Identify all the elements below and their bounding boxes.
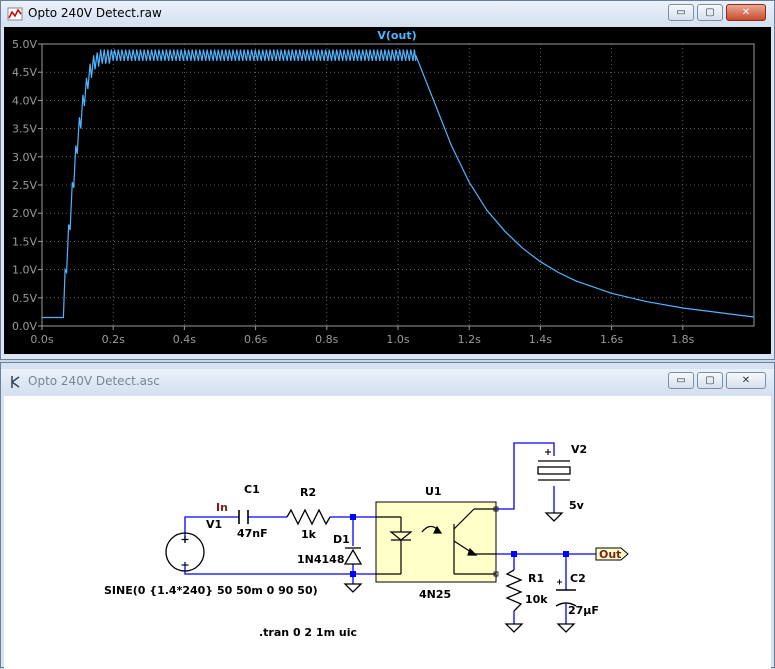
minimize-button[interactable]: ▭: [668, 372, 694, 389]
net-label-out[interactable]: Out: [599, 548, 621, 561]
close-button[interactable]: ✕: [726, 372, 766, 389]
r2-ref[interactable]: R2: [300, 486, 316, 499]
out-port[interactable]: [595, 547, 629, 561]
schematic-canvas[interactable]: In C1 47nF R2 1k D1 1N4148 V1 SINE(0 {1.…: [4, 396, 771, 669]
u1-value[interactable]: 4N25: [419, 588, 451, 601]
tick-label-x: 1.6s: [600, 333, 623, 346]
v2-value[interactable]: 5v: [569, 499, 585, 512]
tick-label-x: 1.4s: [529, 333, 552, 346]
waveform-titlebar[interactable]: Opto 240V Detect.raw ▭ ▢ ✕: [1, 1, 774, 27]
tick-label-y: 2.5V: [12, 179, 37, 192]
series-line-vout: [42, 49, 755, 319]
r1-value[interactable]: 10k: [525, 593, 548, 606]
schematic-window: Opto 240V Detect.asc ▭ ▢ ✕: [0, 362, 775, 669]
close-button[interactable]: ✕: [726, 4, 766, 21]
chart-trace-layer: [42, 49, 755, 319]
tick-label-y: 3.0V: [12, 151, 37, 164]
d1-value[interactable]: 1N4148: [297, 553, 344, 566]
tick-label-y: 4.0V: [12, 94, 37, 107]
chart-axes: 0.0V 0.5V 1.0V 1.5V 2.0V 2.5V 3.0V 3.5V 4.0V 4.5V…: [12, 38, 755, 346]
tick-label-y: 5.0V: [12, 38, 37, 51]
tick-label-x: 1.8s: [671, 333, 694, 346]
resistor-r2[interactable]: [286, 508, 331, 526]
r1-ref[interactable]: R1: [528, 572, 544, 585]
tick-label-y: 0.5V: [12, 292, 37, 305]
v2-ref[interactable]: V2: [571, 443, 587, 456]
r2-value[interactable]: 1k: [301, 528, 317, 541]
u1-ref[interactable]: U1: [425, 485, 442, 498]
chart-title[interactable]: V(out): [377, 29, 416, 42]
waveform-app-icon: [7, 7, 23, 21]
tick-label-y: 0.0V: [12, 320, 37, 333]
maximize-button[interactable]: ▢: [697, 4, 723, 21]
waveform-plot-area[interactable]: V(out) 0.0V 0.5V 1.0V 1.5V 2.0V 2.5V 3.0V 3.5V 4…: [4, 27, 771, 354]
source-v2[interactable]: [537, 449, 571, 481]
tick-label-x: 1.0s: [386, 333, 409, 346]
spice-directive[interactable]: .tran 0 2 1m uic: [259, 626, 357, 639]
schematic-titlebar[interactable]: Opto 240V Detect.asc ▭ ▢ ✕: [1, 369, 774, 395]
ground-symbols: [343, 512, 576, 633]
c2-ref[interactable]: C2: [570, 572, 586, 585]
tick-label-x: 0.8s: [315, 333, 338, 346]
schematic-window-title: Opto 240V Detect.asc: [28, 374, 160, 388]
resistor-r1[interactable]: [505, 569, 523, 612]
v1-ref[interactable]: V1: [206, 518, 222, 531]
schematic-app-icon: [11, 376, 20, 388]
capacitor-c2[interactable]: [555, 579, 577, 607]
tick-label-x: 0.4s: [173, 333, 196, 346]
tick-label-y: 3.5V: [12, 123, 37, 136]
c1-ref[interactable]: C1: [244, 483, 260, 496]
c2-value[interactable]: 27µF: [568, 604, 599, 617]
source-v1[interactable]: [165, 532, 205, 572]
tick-label-x: 1.2s: [458, 333, 481, 346]
chart-grid: [41, 43, 754, 327]
diode-d1[interactable]: [343, 547, 363, 565]
c1-value[interactable]: 47nF: [237, 527, 268, 540]
waveform-window-title: Opto 240V Detect.raw: [28, 6, 162, 20]
v1-value[interactable]: SINE(0 {1.4*240} 50 50m 0 90 50): [104, 584, 318, 597]
schematic-labels: In C1 47nF R2 1k D1 1N4148 V1 SINE(0 {1.…: [104, 443, 621, 639]
capacitor-c1[interactable]: [238, 510, 249, 524]
wires: [184, 442, 596, 624]
tick-label-y: 2.0V: [12, 207, 37, 220]
junction-nodes: [350, 514, 569, 577]
tick-label-x: 0.6s: [244, 333, 267, 346]
net-label-in[interactable]: In: [216, 501, 228, 514]
tick-label-y: 1.5V: [12, 235, 37, 248]
tick-label-y: 1.0V: [12, 264, 37, 277]
optocoupler-u1[interactable]: [375, 501, 499, 583]
minimize-button[interactable]: ▭: [668, 4, 694, 21]
maximize-button[interactable]: ▢: [697, 372, 723, 389]
schematic-drawing[interactable]: In C1 47nF R2 1k D1 1N4148 V1 SINE(0 {1.…: [4, 396, 771, 669]
waveform-chart[interactable]: V(out) 0.0V 0.5V 1.0V 1.5V 2.0V 2.5V 3.0V 3.5V 4…: [4, 27, 771, 354]
d1-ref[interactable]: D1: [333, 533, 350, 546]
tick-label-x: 0.2s: [102, 333, 125, 346]
tick-label-y: 4.5V: [12, 66, 37, 79]
tick-label-x: 0.0s: [30, 333, 53, 346]
